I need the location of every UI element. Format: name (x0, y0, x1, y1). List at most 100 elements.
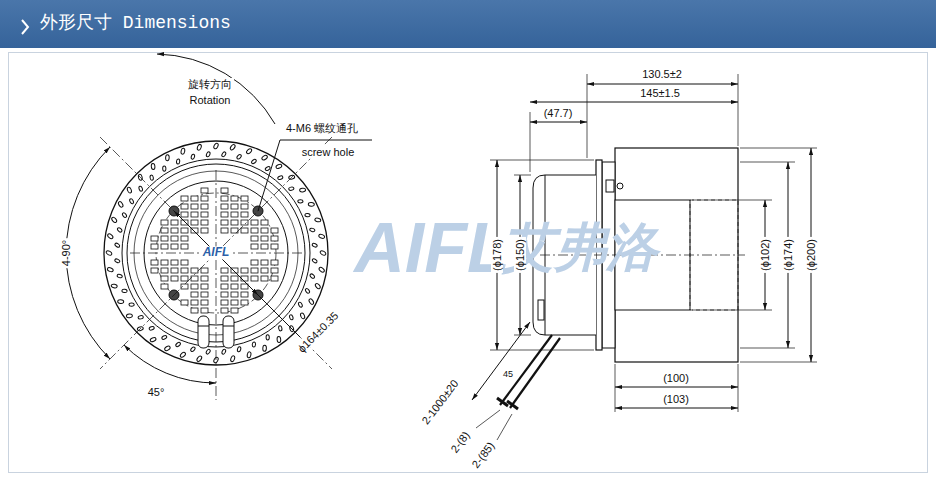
grille-slot (241, 212, 248, 217)
rim-hole (229, 144, 236, 151)
grille-slot (231, 284, 238, 289)
length-dimension: 130.5±2 (640, 68, 684, 80)
rim-hole (107, 233, 114, 240)
grille-slot (171, 236, 178, 241)
rim-hole (111, 284, 118, 289)
grille-slot (261, 236, 268, 241)
rim-hole (114, 242, 120, 248)
grille-slot (231, 292, 238, 297)
rim-hole (318, 266, 325, 273)
grille-slot (191, 212, 198, 217)
grille-slot (221, 188, 228, 193)
grille-slot (221, 204, 228, 209)
grille-slot (271, 228, 278, 233)
rim-hole (206, 151, 211, 157)
grille-slot (221, 276, 228, 281)
rotation-label-cn: 旋转方向 (186, 78, 234, 90)
grille-slot (201, 292, 208, 297)
grille-slot (171, 268, 178, 273)
rim-hole (149, 326, 155, 331)
front-view (66, 54, 372, 400)
grille-slot (181, 260, 188, 265)
grille-slot (241, 300, 248, 305)
grille-slot (251, 220, 258, 225)
grille-slot (271, 260, 278, 265)
rim-hole (320, 250, 327, 256)
grille-slot (171, 276, 178, 281)
grille-slot (191, 268, 198, 273)
grille-slot (181, 268, 188, 273)
diameter-dimension: (ϕ174) (782, 237, 794, 273)
rim-hole (191, 154, 196, 160)
grille-slot (161, 276, 168, 281)
grille-slot (241, 268, 248, 273)
chevron-icon (22, 20, 28, 34)
rim-hole (163, 166, 166, 171)
rim-hole (181, 148, 186, 155)
rim-hole (263, 345, 267, 351)
watermark: AIFL (354, 210, 510, 287)
grille-slot (161, 260, 168, 265)
rim-hole (150, 175, 154, 181)
grille-slot (231, 300, 238, 305)
rim-hole (190, 346, 196, 352)
rim-hole (236, 154, 242, 160)
grille-slot (201, 220, 208, 225)
diameter-dimension: ϕ164±0.35 (294, 308, 342, 356)
rim-hole (165, 155, 169, 161)
rim-hole (197, 144, 203, 151)
grille-slot (191, 300, 198, 305)
grille-slot (181, 276, 188, 281)
grille-slot (271, 276, 278, 281)
rim-hole (196, 355, 203, 362)
grille-slot (221, 196, 228, 201)
grille-slot (201, 308, 208, 313)
rim-hole (151, 163, 155, 169)
rim-hole (106, 250, 113, 256)
grille-slot (201, 284, 208, 289)
grille-slot (231, 276, 238, 281)
brand-logo: AIFL (202, 246, 231, 259)
grille-slot (161, 284, 168, 289)
rim-hole (289, 314, 294, 320)
grille-slot (231, 220, 238, 225)
grille-slot (191, 276, 198, 281)
grille-slot (201, 204, 208, 209)
angle-dimension: 45 (501, 370, 515, 380)
rim-hole (300, 312, 306, 319)
diameter-dimension: (ϕ102) (759, 237, 771, 273)
section-title: 外形尺寸 Dimensions (40, 14, 231, 34)
grille-slot (251, 244, 258, 249)
cable-dimension: 2-(8) (447, 427, 473, 456)
cable-length-dimension: 2-1000±20 (418, 376, 462, 428)
rim-hole (298, 302, 303, 308)
diameter-dimension: (ϕ178) (491, 237, 503, 273)
grille-slot (191, 204, 198, 209)
rim-hole (265, 166, 271, 171)
rim-hole (230, 355, 236, 362)
rim-hole (176, 159, 180, 165)
grille-slot (161, 236, 168, 241)
grille-slot (241, 284, 248, 289)
grille-slot (231, 212, 238, 217)
grille-slot (151, 236, 158, 241)
grille-slot (191, 308, 198, 313)
diameter-dimension: (ϕ150) (514, 237, 526, 273)
rim-hole (138, 186, 143, 192)
rim-hole (252, 342, 256, 348)
rim-hole (246, 148, 253, 155)
rim-hole (314, 283, 321, 290)
rim-hole (309, 273, 315, 279)
rotation-label: Rotation (188, 94, 233, 106)
grille-slot (161, 244, 168, 249)
rim-hole (308, 298, 314, 305)
rim-hole (251, 159, 257, 165)
rim-hole (150, 337, 157, 343)
rim-hole (118, 201, 124, 208)
rim-hole (127, 187, 133, 194)
rim-hole (122, 212, 128, 218)
grille-slot (251, 260, 258, 265)
rim-hole (318, 234, 325, 240)
grille-slot (201, 188, 208, 193)
grille-slot (251, 236, 258, 241)
